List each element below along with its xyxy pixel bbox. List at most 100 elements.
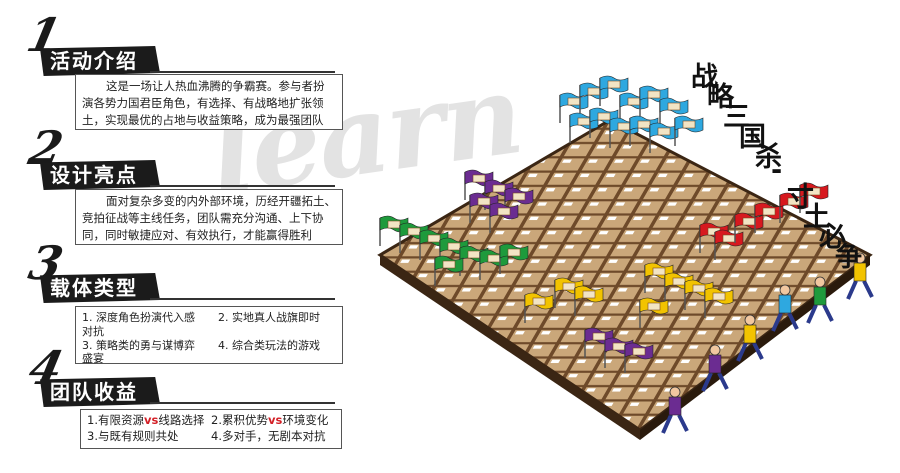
green-flags [379, 215, 529, 286]
list-item: 4.多对手，无剧本对抗 [211, 429, 326, 443]
blue-flags [559, 75, 704, 153]
flag-emblem [472, 174, 486, 183]
flag-emblem [587, 87, 601, 96]
board-edge [380, 255, 640, 440]
board-title-char: 国 [739, 122, 766, 153]
board-title-char: 必 [819, 222, 846, 253]
list-item: 盛宴 [82, 352, 104, 365]
list-item: 1.有限资源vs线路选择 [87, 413, 204, 428]
flag-emblem [712, 292, 726, 301]
section-activity-intro: 1 活动介绍 这是一场让人热血沸腾的争霸赛。参与者扮 演各势力国君臣角色，有选择… [0, 0, 345, 130]
flag-emblem [607, 80, 621, 89]
red-flags [699, 182, 829, 260]
board-title-char: 土 [803, 202, 830, 233]
board-title-char: 争 [835, 242, 862, 273]
list-item: 2.累积优势vs环境变化 [211, 413, 328, 428]
description-line: 面对复杂多变的内外部环境，历经开疆拓土、 [106, 194, 336, 208]
runner-legs [736, 342, 764, 362]
flag-emblem [447, 242, 461, 251]
flag-emblem [667, 102, 681, 111]
flag-emblem [637, 120, 651, 129]
runner-body [668, 396, 682, 416]
runner-head [744, 314, 756, 326]
board-title-char: 三 [723, 102, 750, 133]
flag-emblem [647, 90, 661, 99]
section-carrier-types: 3 载体类型 1. 深度角色扮演代入感 对抗 2. 实地真人战旗即时 3. 策略… [0, 236, 345, 365]
flag-emblem [597, 112, 611, 121]
flag-emblem [407, 227, 421, 236]
team-benefits-list: 1.有限资源vs线路选择 2.累积优势vs环境变化 3.与既有规则共处 4.多对… [80, 409, 342, 449]
section-description: 这是一场让人热血沸腾的争霸赛。参与者扮 演各势力国君臣角色，有选择、有战略地扩张… [75, 74, 343, 130]
section-team-benefits: 4 团队收益 1.有限资源vs线路选择 2.累积优势vs环境变化 3.与既有规则… [0, 341, 345, 473]
board-title-char: 寸 [787, 182, 814, 213]
board-title-char: 略 [707, 82, 734, 113]
flag-emblem [492, 184, 506, 193]
runner-legs [806, 304, 834, 324]
flag-emblem [762, 207, 776, 216]
board-title: 战略三国杀-寸土必争 [691, 55, 895, 285]
description-line: 演各势力国君臣角色，有选择、有战略地扩张领 [82, 96, 324, 110]
description-line: 同，同时敏捷应对、有效执行，才能赢得胜利 [82, 228, 312, 242]
flag-emblem [497, 207, 511, 216]
flag-emblem [512, 192, 526, 201]
flag-emblem [567, 97, 581, 106]
section-title: 设计亮点 [40, 160, 160, 190]
flag-emblem [632, 347, 646, 356]
benefit-b: 线路选择 [158, 413, 205, 427]
flag-emblem [442, 260, 456, 269]
vs-label: vs [143, 413, 159, 427]
board-title-char: 杀 [755, 142, 782, 173]
flag-emblem [387, 220, 401, 229]
flag-emblem [682, 120, 696, 129]
description-line: 这是一场让人热血沸腾的争霸赛。参与者扮 [106, 79, 325, 93]
carrier-types-list: 1. 深度角色扮演代入感 对抗 2. 实地真人战旗即时 3. 策略类的勇与谋博弈… [75, 306, 343, 365]
flag-emblem [532, 297, 546, 306]
list-item: 1. 深度角色扮演代入感 [82, 311, 195, 324]
title-underline [150, 402, 335, 404]
benefit-a: 1.有限资源 [87, 413, 144, 427]
runner-head [669, 386, 681, 398]
flag-emblem [427, 234, 441, 243]
yellow-flags [524, 262, 734, 328]
runners [661, 252, 874, 434]
runner-body [778, 294, 792, 314]
runner-legs [771, 312, 799, 332]
section-title: 载体类型 [40, 273, 160, 303]
section-design-highlights: 2 设计亮点 面对复杂多变的内外部环境，历经开疆拓土、 竞拍征战等主线任务，团队… [0, 121, 345, 245]
list-item: 2. 实地真人战旗即时 [218, 311, 320, 324]
runner-head [779, 284, 791, 296]
runner-head [709, 344, 721, 356]
section-title: 团队收益 [40, 377, 160, 407]
flag-emblem [592, 332, 606, 341]
title-underline [150, 185, 335, 187]
runner-body [708, 354, 722, 374]
board-title-char: 战 [691, 62, 718, 93]
flag-emblem [477, 197, 491, 206]
list-item: 4. 综合类玩法的游戏 [218, 339, 320, 352]
list-item: 对抗 [82, 325, 104, 338]
board-title-char: - [771, 155, 783, 186]
flag-emblem [582, 290, 596, 299]
benefit-b: 环境变化 [282, 413, 329, 427]
benefit-a: 2.累积优势 [211, 413, 268, 427]
flag-emblem [652, 267, 666, 276]
flag-emblem [467, 250, 481, 259]
flag-emblem [487, 254, 501, 263]
flag-emblem [577, 117, 591, 126]
runner-head [814, 276, 826, 288]
flag-emblem [692, 284, 706, 293]
purple-flags [464, 169, 534, 233]
vs-label: vs [267, 413, 283, 427]
runner-head [854, 252, 866, 264]
description-line: 竞拍征战等主线任务，团队需充分沟通、上下协 [82, 211, 324, 225]
flag-emblem [647, 302, 661, 311]
description-line: 土，实现最优的占地与收益策略，成为最强团队 [82, 113, 324, 127]
flag-emblem [507, 248, 521, 257]
runner-legs [701, 372, 729, 392]
section-description: 面对复杂多变的内外部环境，历经开疆拓土、 竞拍征战等主线任务，团队需充分沟通、上… [75, 189, 343, 245]
list-item: 3. 策略类的勇与谋博弈 [82, 339, 195, 352]
flag-emblem [617, 122, 631, 131]
title-underline [150, 298, 335, 300]
title-underline [150, 71, 335, 73]
flag-emblem [807, 187, 821, 196]
